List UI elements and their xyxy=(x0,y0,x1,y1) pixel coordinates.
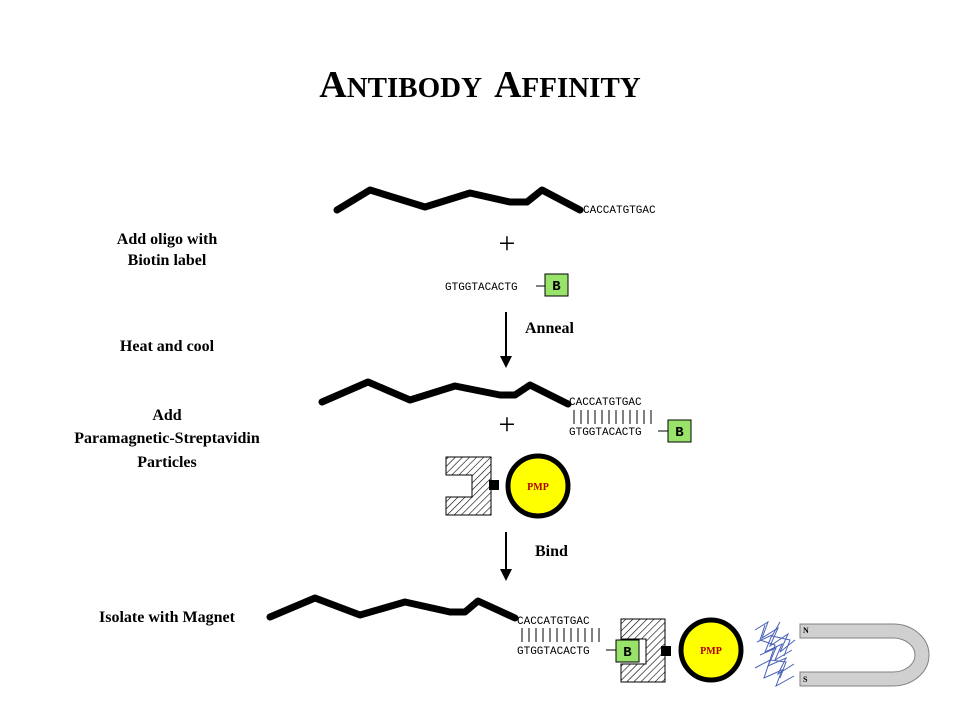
biotin-label-1 xyxy=(544,273,569,297)
step-isolate: Isolate with Magnet xyxy=(99,609,236,626)
seq-probe-strand-1: GTGGTACACTG xyxy=(445,282,518,294)
magnet-pole-south: S xyxy=(803,675,808,684)
streptavidin-block-1 xyxy=(445,456,492,516)
seq-top-strand-1: CACCATGTGAC xyxy=(583,205,656,217)
step-add-oligo-line1: Add oligo with xyxy=(117,231,218,248)
plus-sign-1: + xyxy=(499,227,516,260)
title-rest-2: FFINITY xyxy=(522,72,641,104)
biotin-label-3 xyxy=(615,639,640,663)
anneal-arrow-head xyxy=(500,356,512,368)
step-heat-cool: Heat and cool xyxy=(120,338,215,355)
biotin-label-2 xyxy=(667,419,692,443)
streptavidin-block-2 xyxy=(620,618,666,683)
biotin-letter-1: B xyxy=(552,279,561,295)
magnet-pole-north: N xyxy=(803,626,809,635)
base-pair-ticks-2 xyxy=(573,410,652,424)
target-strand-3 xyxy=(266,594,519,622)
streptavidin-link-2 xyxy=(661,646,671,656)
step-add-oligo-line2: Biotin label xyxy=(128,252,207,269)
seq-probe-strand-2: GTGGTACACTG xyxy=(569,427,642,439)
step-add-pmp-line3: Particles xyxy=(137,454,197,471)
plus-sign-2: + xyxy=(499,408,516,441)
biotin-letter-3: B xyxy=(623,645,632,661)
magnetic-field-lines xyxy=(754,620,796,688)
pmp-label-2: PMP xyxy=(700,646,722,657)
base-pair-ticks-3 xyxy=(521,628,600,642)
seq-top-strand-2: CACCATGTGAC xyxy=(569,397,642,409)
step-add-pmp-line2: Paramagnetic-Streptavidin xyxy=(74,430,260,447)
biotin-letter-2: B xyxy=(675,425,684,441)
title-cap-2: A xyxy=(494,64,522,106)
target-strand-2 xyxy=(318,378,572,408)
seq-top-strand-3: CACCATGTGAC xyxy=(517,616,590,628)
pmp-label-1: PMP xyxy=(527,482,549,493)
title-rest-1: NTIBODY xyxy=(347,72,482,104)
pmp-bead-1 xyxy=(505,453,571,519)
target-strand-1 xyxy=(333,186,584,214)
title-cap-1: A xyxy=(319,64,347,106)
bind-label: Bind xyxy=(535,543,568,560)
streptavidin-link-1 xyxy=(489,480,499,490)
seq-probe-strand-3: GTGGTACACTG xyxy=(517,646,590,658)
u-magnet xyxy=(799,623,930,687)
pmp-bead-2 xyxy=(678,617,744,683)
bind-arrow-head xyxy=(500,569,512,581)
anneal-label: Anneal xyxy=(525,320,574,337)
step-add-pmp-line1: Add xyxy=(152,407,181,424)
